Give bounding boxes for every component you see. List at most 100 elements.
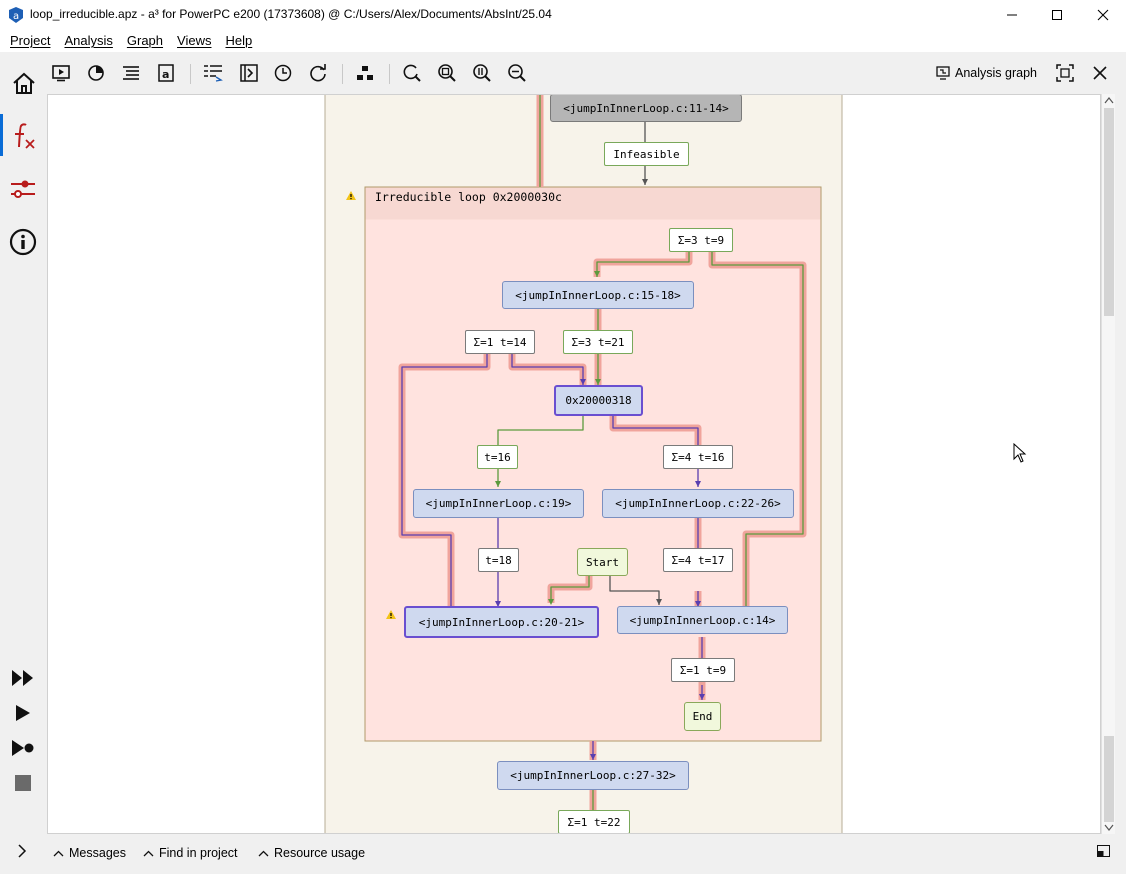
edge-label-sum1-t14[interactable]: Σ=1 t=14 — [465, 330, 535, 354]
zoom-out-button[interactable] — [506, 62, 528, 84]
home-icon — [13, 72, 35, 94]
info-icon — [9, 228, 37, 256]
zoom-fit-button[interactable] — [436, 62, 458, 84]
toolbar-separator — [389, 64, 390, 84]
zoom-in-button[interactable] — [471, 62, 493, 84]
toolbar: a Analys — [0, 52, 1126, 94]
pie-chart-icon — [88, 65, 104, 81]
zoom-reset-button[interactable] — [401, 62, 423, 84]
node-block-20-21[interactable]: <jumpInInnerLoop.c:20-21> — [404, 606, 599, 638]
svg-text:a: a — [162, 68, 169, 81]
outline-button[interactable] — [120, 62, 142, 84]
fullscreen-button[interactable] — [1054, 62, 1076, 84]
zoom-fit-icon — [438, 64, 456, 82]
menu-graph[interactable]: Graph — [126, 33, 164, 48]
find-in-project-tab[interactable]: Find in project — [143, 846, 238, 860]
chevron-up-icon — [143, 850, 154, 856]
function-icon — [15, 123, 35, 149]
maximize-icon — [1052, 10, 1062, 20]
edge-label-t16[interactable]: t=16 — [477, 445, 518, 469]
messages-tab-label: Messages — [69, 846, 126, 860]
node-block-14[interactable]: <jumpInInnerLoop.c:14> — [617, 606, 788, 634]
graph-layout-button[interactable] — [354, 62, 376, 84]
analysis-graph-label: Analysis graph — [955, 66, 1037, 80]
node-address-0x20000318[interactable]: 0x20000318 — [554, 385, 643, 416]
menu-bar: Project Analysis Graph Views Help — [0, 30, 1126, 52]
resource-usage-tab[interactable]: Resource usage — [258, 846, 365, 860]
toolbar-separator — [342, 64, 343, 84]
refresh-button[interactable] — [307, 62, 329, 84]
loop-region — [364, 186, 822, 742]
annotation-button[interactable]: a — [155, 62, 177, 84]
stop-button[interactable] — [8, 768, 38, 798]
source-icon — [240, 64, 258, 82]
node-block-22-26[interactable]: <jumpInInnerLoop.c:22-26> — [602, 489, 794, 518]
timing-button[interactable] — [272, 62, 294, 84]
analysis-graph-canvas[interactable]: Irreducible loop 0x2000030c <jumpInInner… — [47, 94, 1101, 834]
close-icon — [1093, 66, 1107, 80]
edge-label-infeasible[interactable]: Infeasible — [604, 142, 689, 166]
edge-label-sum1-t9[interactable]: Σ=1 t=9 — [671, 658, 735, 682]
edge-label-sum4-t17[interactable]: Σ=4 t=17 — [663, 548, 733, 572]
bottom-panel-bar: Messages Find in project Resource usage — [0, 836, 1126, 874]
node-block-19[interactable]: <jumpInInnerLoop.c:19> — [413, 489, 584, 518]
run-analysis-button[interactable] — [50, 62, 72, 84]
step-button[interactable] — [8, 733, 38, 763]
home-button[interactable] — [11, 70, 37, 96]
warning-icon — [346, 191, 356, 200]
play-button[interactable] — [8, 698, 38, 728]
maximize-button[interactable] — [1034, 0, 1080, 30]
scrollbar-thumb-lower[interactable] — [1104, 736, 1114, 822]
edge-label-sum3-t9[interactable]: Σ=3 t=9 — [669, 228, 733, 252]
expand-sidebar-icon[interactable] — [17, 844, 27, 858]
edge-label-sum3-t21[interactable]: Σ=3 t=21 — [563, 330, 633, 354]
messages-tab[interactable]: Messages — [53, 846, 126, 860]
edge-arrows — [495, 179, 705, 760]
panel-layout-icon[interactable] — [1097, 845, 1110, 857]
node-block-15-18[interactable]: <jumpInInnerLoop.c:15-18> — [502, 281, 694, 309]
minimize-icon — [1007, 14, 1017, 16]
close-button[interactable] — [1080, 0, 1126, 30]
warning-icon — [386, 610, 396, 619]
edge-label-sum1-t22[interactable]: Σ=1 t=22 — [558, 810, 630, 833]
statistics-button[interactable] — [85, 62, 107, 84]
refresh-icon — [310, 64, 326, 82]
graph-layout-icon — [357, 66, 373, 80]
slider-icon — [11, 180, 35, 198]
edge-label-t18[interactable]: t=18 — [478, 548, 519, 572]
step-icon — [12, 740, 34, 756]
report-button[interactable] — [202, 62, 224, 84]
settings-slider-button[interactable] — [8, 174, 38, 204]
menu-help[interactable]: Help — [225, 33, 253, 48]
node-end[interactable]: End — [684, 702, 721, 731]
scroll-down-icon[interactable] — [1104, 824, 1114, 832]
menu-views[interactable]: Views — [177, 33, 212, 48]
source-button[interactable] — [238, 62, 260, 84]
list-icon — [123, 66, 139, 80]
menu-project[interactable]: Project — [10, 33, 51, 48]
fast-forward-button[interactable] — [8, 663, 38, 693]
close-view-button[interactable] — [1089, 62, 1111, 84]
title-bar: a loop_irreducible.apz - a³ for PowerPC … — [0, 0, 1126, 30]
scroll-up-icon[interactable] — [1104, 96, 1114, 104]
find-in-project-tab-label: Find in project — [159, 846, 238, 860]
svg-text:a: a — [13, 11, 19, 22]
chevron-up-icon — [258, 850, 269, 856]
node-block-11-14[interactable]: <jumpInInnerLoop.c:11-14> — [550, 95, 742, 122]
menu-analysis[interactable]: Analysis — [64, 33, 113, 48]
zoom-reset-icon — [403, 64, 421, 82]
edge-label-sum4-t16[interactable]: Σ=4 t=16 — [663, 445, 733, 469]
node-block-27-32[interactable]: <jumpInInnerLoop.c:27-32> — [497, 761, 689, 790]
resource-usage-tab-label: Resource usage — [274, 846, 366, 860]
node-start[interactable]: Start — [577, 548, 628, 576]
analysis-graph-tab-label: Analysis graph — [936, 66, 1037, 80]
loop-title: Irreducible loop 0x2000030c — [375, 190, 562, 204]
vertical-scrollbar[interactable] — [1101, 94, 1115, 834]
scrollbar-thumb-upper[interactable] — [1104, 108, 1114, 316]
minimize-button[interactable] — [989, 0, 1035, 30]
info-button[interactable] — [8, 227, 38, 257]
functions-button[interactable] — [8, 121, 38, 151]
chevron-up-icon — [53, 850, 64, 856]
app-logo-icon: a — [9, 7, 23, 23]
